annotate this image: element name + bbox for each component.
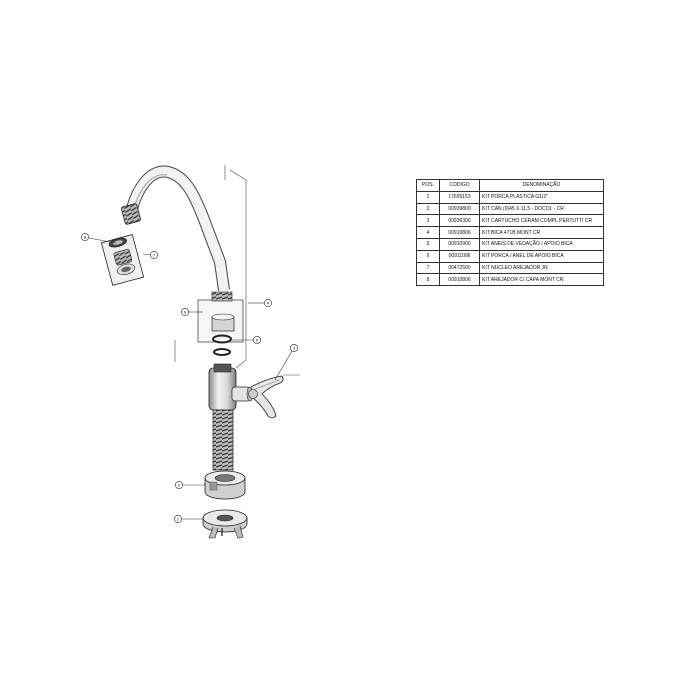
table-header-row: POS. CODIGO DENOMINAÇÃO [416, 179, 604, 192]
callout-5: 5 [253, 336, 261, 344]
row-denominacao: KIT CAN (0)45 X 11,5 - DOCOL - CR [479, 202, 604, 216]
row-codigo: 00472500 [439, 261, 480, 275]
row-denominacao: KIT PORCA PLASTICA G1/2" [479, 190, 604, 204]
row-denominacao: KIT ANEIS DE VEDAÇÃO / APOIO BICA [479, 237, 604, 251]
svg-text:1: 1 [177, 517, 180, 522]
svg-text:5: 5 [256, 338, 259, 343]
aerator-assembly [100, 234, 145, 286]
spout-tip [121, 203, 141, 225]
row-denominacao: KIT PORCA / ANEL DE APOIO BICA [479, 249, 604, 263]
sealing-rings [212, 334, 232, 356]
row-codigo: 00939800 [439, 202, 480, 216]
svg-text:6: 6 [184, 310, 187, 315]
row-pos: 4 [416, 226, 440, 239]
header-denominacao: DENOMINAÇÃO [479, 179, 604, 192]
flange-washer [202, 509, 248, 539]
cross-handle [248, 375, 284, 419]
table-row: 4 00910806 KIT BICA 471B MONT CR [416, 226, 604, 239]
valve-body [208, 363, 254, 471]
callout-8: 8 [81, 233, 89, 241]
table-row: 1 17695153 KIT PORCA PLASTICA G1/2" [416, 190, 604, 204]
row-codigo: 00911006 [439, 249, 480, 263]
plastic-nut [204, 470, 246, 500]
table-row: 5 00910900 KIT ANEIS DE VEDAÇÃO / APOIO … [416, 237, 604, 251]
row-denominacao: KIT AREJADOR C/ CAPA MONT CR [479, 273, 604, 287]
row-codigo: 00936306 [439, 214, 480, 228]
callout-leaders [88, 237, 293, 520]
table-row: 3 00936306 KIT CARTUCHO CERAM COMPL PERT… [416, 214, 604, 228]
header-codigo: CODIGO [439, 179, 480, 192]
callout-1: 1 [174, 515, 182, 523]
svg-text:2: 2 [178, 483, 181, 488]
callout-6: 6 [181, 308, 189, 316]
row-pos: 8 [416, 273, 440, 287]
svg-text:8: 8 [84, 235, 87, 240]
svg-text:3: 3 [293, 346, 296, 351]
table-row: 6 00911006 KIT PORCA / ANEL DE APOIO BIC… [416, 249, 604, 263]
row-codigo: 00910900 [439, 237, 480, 251]
parts-table: POS. CODIGO DENOMINAÇÃO 1 17695153 KIT P… [416, 179, 604, 287]
header-pos: POS. [416, 179, 440, 192]
table-row: 8 00910806 KIT AREJADOR C/ CAPA MONT CR [416, 273, 604, 287]
upper-nut-block [197, 291, 244, 343]
svg-text:4: 4 [267, 301, 270, 306]
svg-text:7: 7 [153, 253, 156, 258]
row-pos: 7 [416, 261, 440, 275]
callout-4: 4 [264, 299, 272, 307]
callout-7: 7 [150, 251, 158, 259]
row-denominacao: KIT BICA 471B MONT CR [479, 226, 604, 239]
guide-lines [174, 165, 300, 376]
callout-3: 3 [290, 344, 298, 352]
row-pos: 2 [416, 202, 440, 216]
row-pos: 5 [416, 237, 440, 251]
row-codigo: 17695153 [439, 190, 480, 204]
row-codigo: 00910806 [439, 273, 480, 287]
table-row: 2 00939800 KIT CAN (0)45 X 11,5 - DOCOL … [416, 202, 604, 216]
table-row: 7 00472500 KIT NUCLEO AREJADOR JR [416, 261, 604, 275]
row-pos: 6 [416, 249, 440, 263]
row-pos: 3 [416, 214, 440, 228]
callout-2: 2 [175, 481, 183, 489]
spout [125, 165, 230, 291]
row-denominacao: KIT NUCLEO AREJADOR JR [479, 261, 604, 275]
row-pos: 1 [416, 190, 440, 204]
row-denominacao: KIT CARTUCHO CERAM COMPL PERTUTTI CR [479, 214, 604, 228]
row-codigo: 00910806 [439, 226, 480, 239]
